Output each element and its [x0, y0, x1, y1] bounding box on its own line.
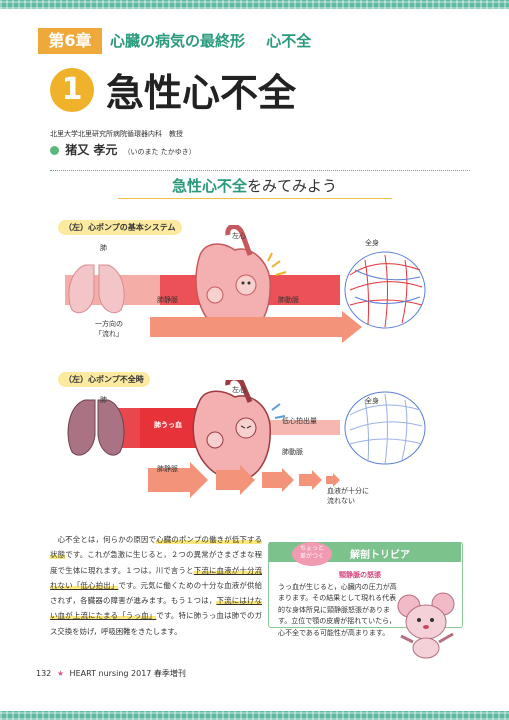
- diagram1-rays: [267, 252, 287, 276]
- diagram1-oneway-label: 一方向の 「流れ」: [95, 319, 123, 339]
- diagram1-lungs: [68, 264, 125, 314]
- diagram2-low-output-label: 低心拍出量: [282, 417, 317, 425]
- diagram1-left-heart-label: 左心: [232, 232, 246, 240]
- section-heading-highlight: 急性心不全: [171, 177, 247, 195]
- author-line: 猪又 孝元 （いのまた たかゆき）: [50, 141, 196, 158]
- diagram2-insufficient-line1: 血液が十分に: [327, 487, 369, 495]
- chapter-title-sub: 心不全: [266, 32, 312, 50]
- page-footer: 132 ★ HEART nursing 2017 春季増刊: [36, 668, 186, 679]
- diagram1-oneway-line1: 一方向の: [95, 320, 123, 328]
- diagram2-lungs: [67, 399, 125, 456]
- diagram2-tag: （左）心ポンプ不全時: [58, 372, 150, 387]
- trivia-title: 解剖トリビア: [350, 550, 410, 561]
- bottom-decorative-strip: [0, 711, 509, 720]
- diagram2-illustration: [67, 380, 426, 498]
- diagram2-aorta-label: 肺動脈: [282, 448, 303, 456]
- diagram1-lung-label: 肺: [100, 244, 107, 252]
- diagram2-weak-arrows: [148, 462, 340, 498]
- body-text: 心不全とは，何らかの原因で心臓のポンプの働きが低下する状態です。これが急激に生じ…: [50, 532, 262, 639]
- page-number: 132: [36, 669, 52, 678]
- mouse-mascot-icon: [397, 592, 455, 659]
- diagram1-capillaries: [344, 251, 426, 329]
- section-underline: [118, 198, 392, 199]
- trivia-text: うっ血が生じると，心臓内の圧力が高まります。その結果として現れる代表的な身体所見…: [278, 583, 397, 637]
- diagram2-insufficient-label: 血液が十分に 流れない: [327, 486, 369, 506]
- diagram1-aorta-label: 肺動脈: [278, 296, 299, 304]
- diagram2-capillaries: [344, 391, 426, 465]
- diagram2-heart: [192, 380, 271, 481]
- trivia-badge-line2: 差がつく: [299, 553, 324, 560]
- diagram2-rays: [271, 403, 286, 419]
- chapter-badge: 第6章: [38, 28, 102, 54]
- article-title: 急性心不全: [106, 71, 297, 115]
- body-sentence-4: です。特に肺うっ血は肺でのガス交換を妨げ，呼吸困難をきたします。: [50, 611, 263, 636]
- diagram1-tag: （左）心ポンプの基本システム: [58, 220, 182, 235]
- author-reading: （いのまた たかゆき）: [123, 148, 196, 156]
- chapter-title: 心臓の病気の最終形 心不全: [110, 30, 327, 51]
- diagram2-pulmonary-vein-label: 肺静脈: [157, 465, 178, 473]
- diagram1-heart: [195, 225, 271, 337]
- diagram1-pulmonary-vein-label: 肺静脈: [157, 296, 178, 304]
- diagram2-congestion-label: 肺うっ血: [154, 421, 182, 429]
- article-number: 1: [50, 68, 94, 112]
- body-sentence-1: 心不全とは，何らかの原因で: [50, 535, 157, 544]
- top-decorative-strip: [0, 0, 509, 9]
- diagram1-illustration: [65, 225, 426, 343]
- author-affiliation: 北里大学北里研究所病院循環器内科 教授: [50, 130, 183, 138]
- chapter-title-main: 心臓の病気の最終形: [110, 32, 246, 50]
- diagram1-body-label: 全身: [365, 239, 379, 247]
- body-sentence-3: です。元気に働くための十分な血液が供給されず，各臓器の障害が進みます。もう１つは…: [50, 580, 262, 606]
- header-divider: [50, 170, 470, 171]
- diagram2-low-output-band: [270, 420, 340, 435]
- journal-name: HEART nursing 2017 春季増刊: [69, 669, 186, 678]
- author-dot-icon: [50, 146, 59, 155]
- diagram2-left-heart-label: 左心: [232, 386, 246, 394]
- star-icon: ★: [56, 669, 64, 678]
- author-name: 猪又 孝元: [65, 143, 118, 157]
- trivia-subtitle: 頸静脈の怒張: [339, 571, 381, 579]
- section-heading-rest: をみてみよう: [247, 177, 338, 195]
- trivia-badge: ちょっと 差がつく: [292, 542, 332, 566]
- section-heading: 急性心不全をみてみよう: [0, 175, 509, 196]
- diagram2-lung-label: 肺: [100, 396, 107, 404]
- diagram1-oneway-arrow: [150, 311, 362, 343]
- diagram1-oneway-line2: 「流れ」: [95, 330, 123, 338]
- trivia-badge-line1: ちょっと: [299, 545, 324, 552]
- diagram2-insufficient-line2: 流れない: [327, 497, 355, 505]
- diagram2-body-label: 全身: [365, 397, 379, 405]
- body-sentence-2: です。これが急激に生じると，２つの異常がさまざまな程度で生体に現れます。１つは，…: [50, 550, 262, 575]
